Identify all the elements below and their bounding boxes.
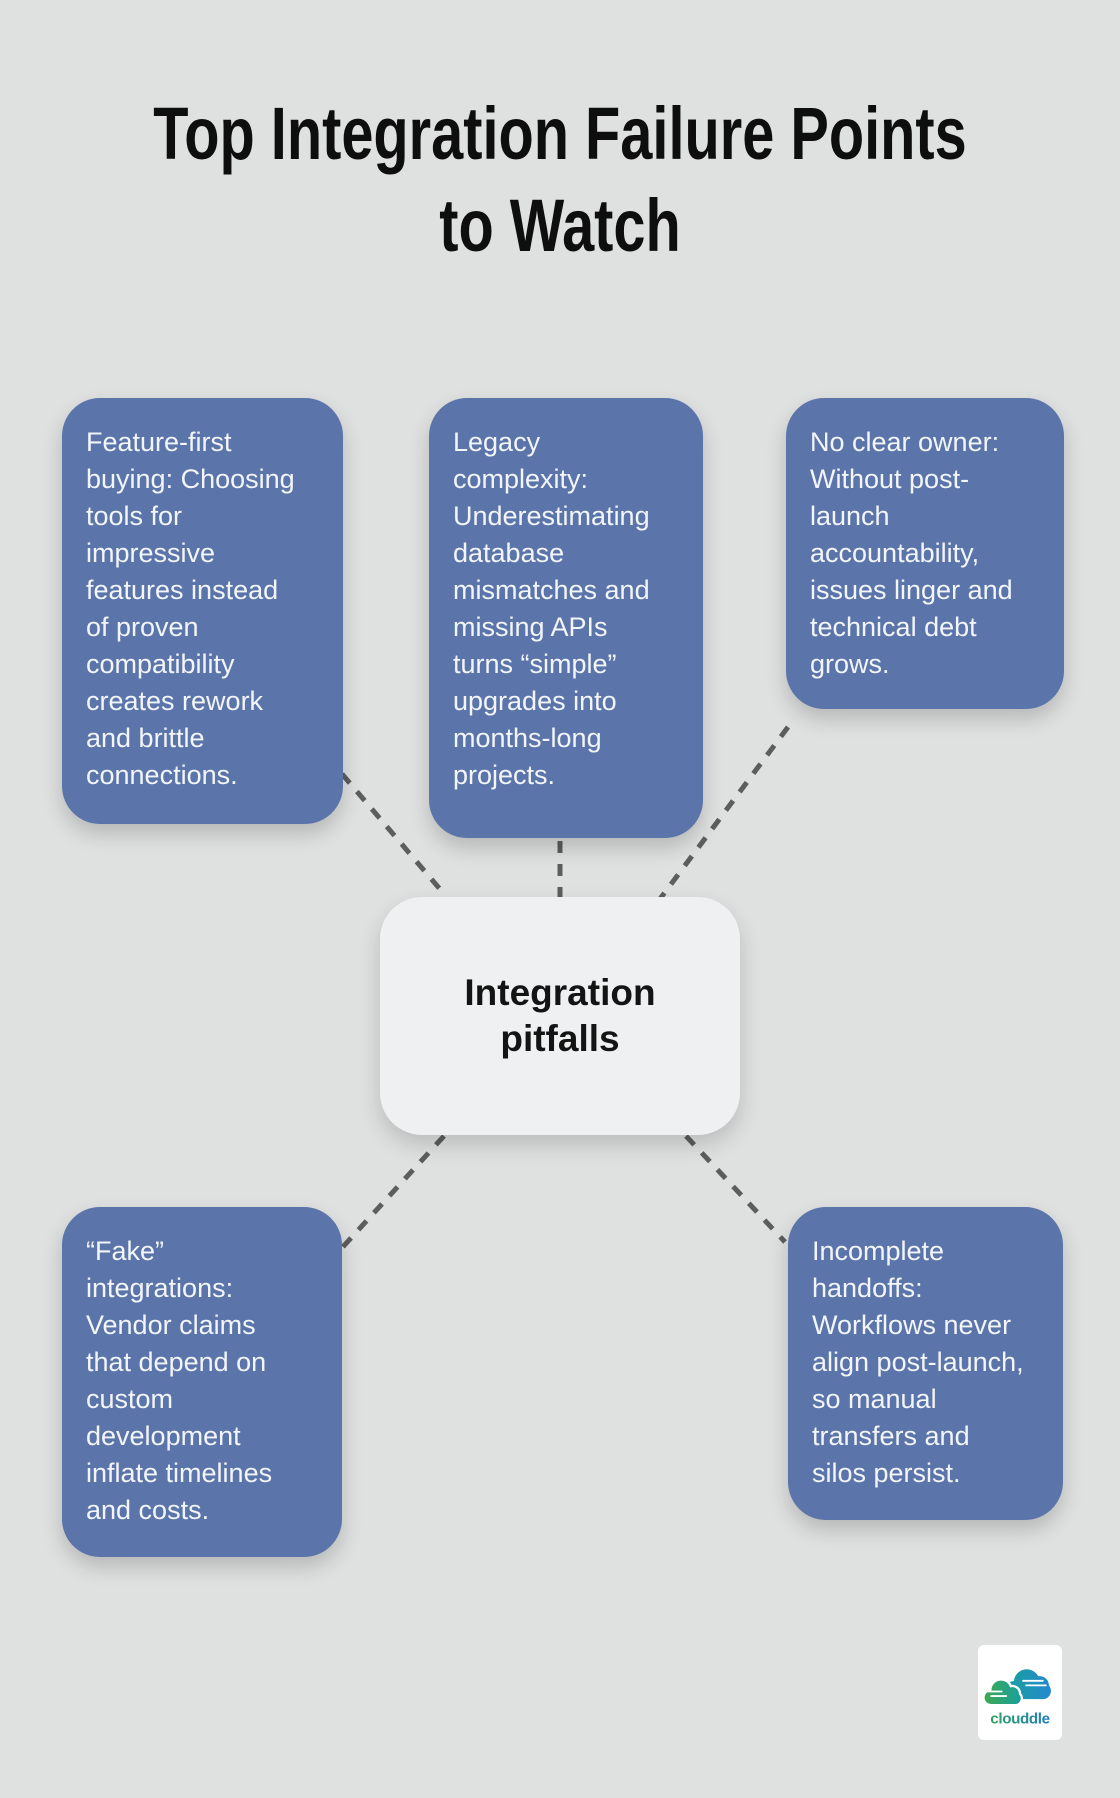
node-feature-first-buying: Feature-first buying: Choosing tools for… — [62, 398, 343, 824]
cloud-speed-lines-back — [1022, 1679, 1047, 1686]
logo-wordmark: clouddle — [990, 1710, 1049, 1727]
cloud-speed-lines-front — [987, 1690, 1008, 1697]
clouddle-cloud-icon: clouddle — [982, 1668, 1051, 1727]
central-topic-label: Integration pitfalls — [464, 972, 656, 1059]
node-no-clear-owner: No clear owner: Without post- launch acc… — [786, 398, 1064, 709]
connector-incomplete-handoffs — [684, 1134, 787, 1244]
node-fake-integrations: “Fake” integrations: Vendor claims that … — [62, 1207, 342, 1557]
central-topic-node: Integration pitfalls — [380, 897, 740, 1135]
connector-fake-integrations — [339, 1134, 446, 1251]
node-legacy-complexity: Legacy complexity: Underestimating datab… — [429, 398, 703, 838]
node-incomplete-handoffs: Incomplete handoffs: Workflows never ali… — [788, 1207, 1063, 1520]
front-cloud-shape — [982, 1677, 1023, 1706]
brand-logo: clouddle — [978, 1645, 1062, 1740]
page-title: Top Integration Failure Points to Watch — [153, 92, 967, 267]
